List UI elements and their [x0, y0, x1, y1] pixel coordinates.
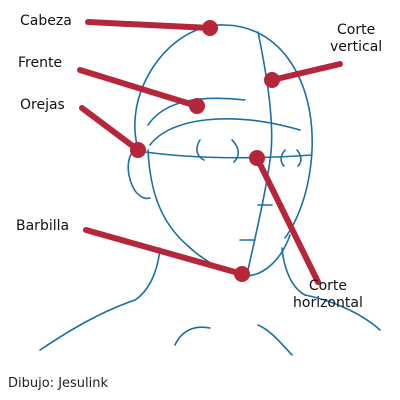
- cranium-outline: [134, 24, 313, 239]
- label-corte-vertical-line1: Corte: [337, 22, 376, 38]
- label-orejas: Orejas: [20, 97, 65, 113]
- shoulder-right: [304, 294, 381, 331]
- horizontal-line: [131, 149, 313, 159]
- pointer-barbilla-dot: [234, 266, 250, 282]
- pointer-orejas: [79, 105, 141, 153]
- pointer-frente-dot: [189, 98, 205, 114]
- right-eye: [231, 139, 240, 163]
- label-barbilla: Barbilla: [16, 218, 70, 234]
- collar-right: [257, 324, 293, 356]
- label-corte-horizontal-line2: horizontal: [293, 295, 363, 311]
- label-corte-horizontal-line1: Corte: [308, 278, 348, 294]
- left-eye: [196, 139, 205, 161]
- pointer-cabeza-dot: [202, 20, 218, 36]
- pointer-corte-vertical-dot: [264, 72, 280, 88]
- label-corte-vertical-line2: vertical: [330, 39, 383, 55]
- shoulder-left: [39, 299, 136, 351]
- pointer-frente: [77, 67, 200, 109]
- far-eye-1: [280, 149, 286, 167]
- label-corte-vertical: Corte vertical: [330, 22, 382, 56]
- pointer-corte-vertical: [269, 61, 343, 83]
- label-corte-horizontal: Corte horizontal: [293, 278, 363, 312]
- vertical-centre-line: [247, 31, 273, 271]
- pointer-corte-horizontal: [254, 155, 321, 285]
- cranium-band: [149, 118, 301, 146]
- label-frente: Frente: [18, 55, 63, 71]
- neck-right: [281, 247, 306, 296]
- neck-left: [134, 247, 161, 301]
- pointer-orejas-dot: [130, 142, 146, 158]
- far-eye-2: [296, 149, 302, 167]
- pointer-corte-horizontal-dot: [249, 150, 265, 166]
- collar-left: [174, 326, 211, 346]
- pointer-barbilla: [83, 227, 245, 277]
- credit-text: Dibujo: Jesulink: [8, 376, 109, 391]
- pointer-cabeza: [85, 19, 213, 31]
- label-cabeza: Cabeza: [20, 13, 72, 29]
